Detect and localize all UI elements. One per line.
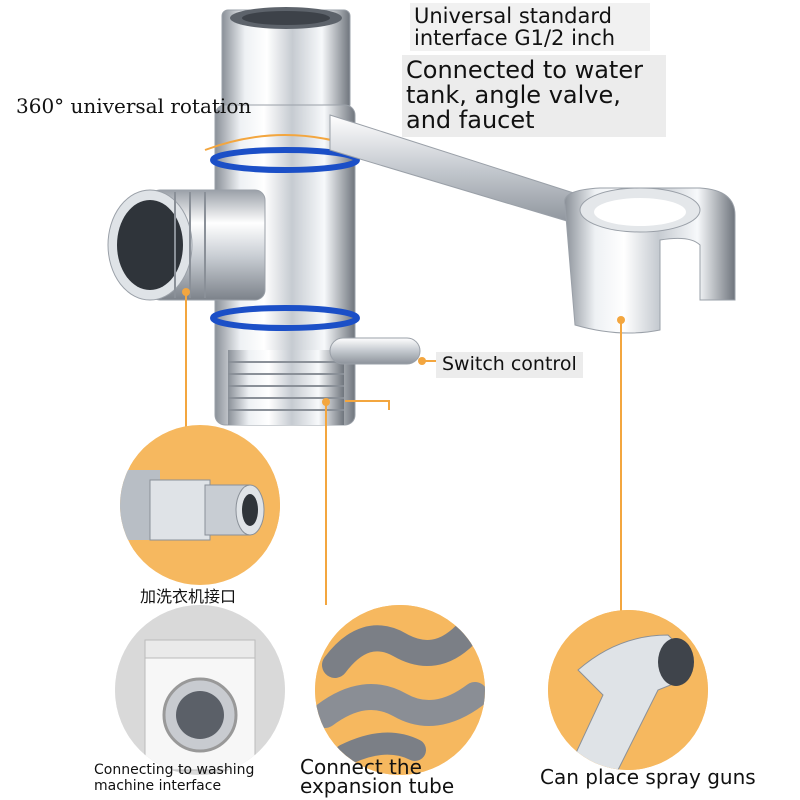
connector-circle [120,425,280,585]
quick-connector-icon [120,445,280,555]
rotation-label: 360° universal rotation [16,94,252,118]
coiled-hose-icon [315,605,485,775]
expansion-caption: Connect the expansion tube [300,755,455,798]
washing-line-2: machine interface [94,778,222,795]
interface-label: Universal standard interface G1/2 inch [410,3,650,52]
chinese-caption: 加洗衣机接口 [140,587,237,606]
connected-label: Connected to water tank, angle valve, an… [402,55,666,137]
interface-line-1: Universal standard [414,4,612,28]
connected-line-1: Connected to water [406,56,643,84]
spray-caption: Can place spray guns [540,765,756,789]
switch-label: Switch control [436,352,583,378]
interface-line-2: interface G1/2 inch [414,26,616,51]
connected-line-3: and faucet [406,106,535,135]
washing-machine-circle [115,605,285,775]
side-outlet [107,189,266,301]
expansion-tube-circle [315,605,485,775]
spray-gun-circle [548,610,708,770]
washing-line-1: Connecting to washing [94,762,255,778]
spray-holder [563,187,736,334]
valve-body [210,104,360,426]
expansion-line-1: Connect the [300,755,422,779]
washing-caption: Connecting to washing machine interface [94,762,254,794]
connected-line-2: tank, angle valve, [406,81,621,110]
switch-lever [329,337,421,365]
washing-machine-icon [115,605,285,775]
expansion-line-2: expansion tube [300,774,455,798]
top-nut [221,7,351,111]
spray-gun-icon [548,610,708,770]
